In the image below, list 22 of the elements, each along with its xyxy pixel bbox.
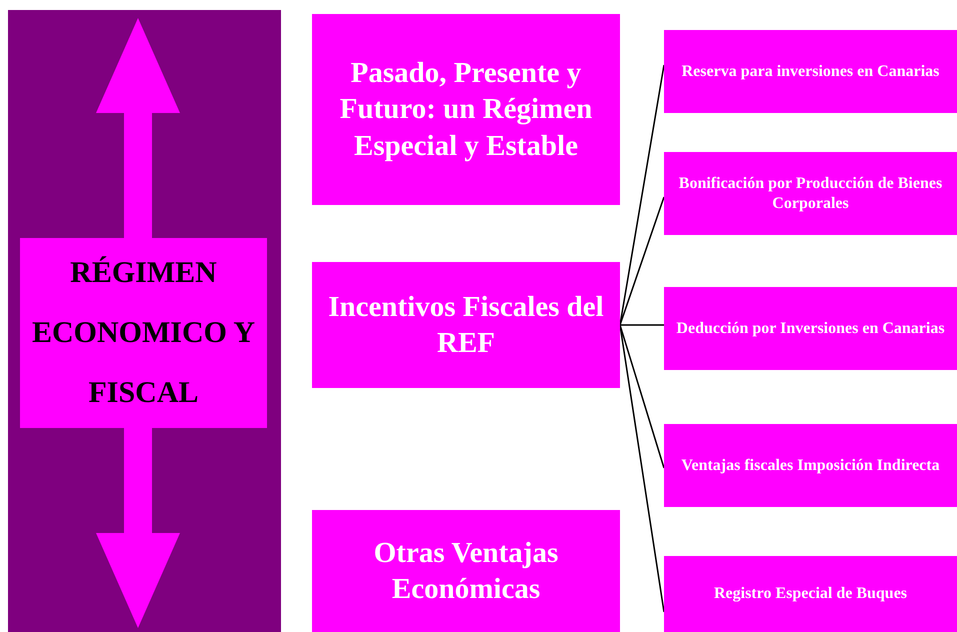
box-label: Reserva para inversiones en Canarias xyxy=(682,62,940,82)
box-label: Pasado, Presente y Futuro: un Régimen Especial y Estable xyxy=(338,56,594,164)
topic-box xyxy=(312,262,620,388)
incentive-box xyxy=(664,287,957,370)
incentive-box xyxy=(664,152,957,235)
incentive-box xyxy=(664,424,957,507)
connector-line xyxy=(620,324,664,326)
box-label: RÉGIMEN ECONOMICO Y FISCAL xyxy=(30,255,256,411)
box-label: Registro Especial de Buques xyxy=(714,584,908,604)
incentive-box xyxy=(664,30,957,113)
box-label: Deducción por Inversiones en Canarias xyxy=(676,318,945,338)
box-label: Otras Ventajas Económicas xyxy=(372,536,560,607)
connector-line xyxy=(619,196,665,326)
topic-box xyxy=(312,510,620,632)
connector-line xyxy=(619,324,665,468)
box-label: Incentivos Fiscales del REF xyxy=(327,290,605,361)
topic-box xyxy=(312,14,620,205)
incentive-box xyxy=(664,556,957,632)
title-box xyxy=(20,238,267,428)
connector-line xyxy=(619,324,665,612)
box-label: Ventajas fiscales Imposición Indirecta xyxy=(681,456,940,476)
box-label: Bonificación por Producción de Bienes Corporales xyxy=(678,174,944,214)
